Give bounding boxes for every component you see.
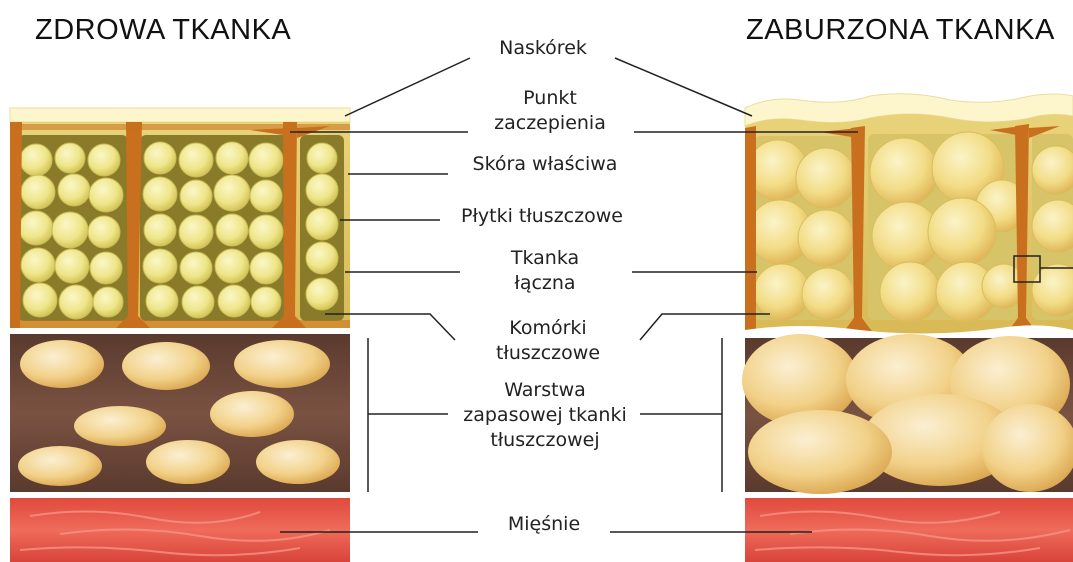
label-connective-tissue: Tkanka łączna: [511, 246, 579, 296]
label-epidermis: Naskórek: [499, 36, 587, 61]
disturbed-tissue-illustration: [742, 94, 1073, 562]
label-fat-cells: Komórki tłuszczowe: [496, 316, 600, 366]
healthy-tissue-illustration: [10, 108, 350, 562]
disturbed-tissue-title: ZABURZONA TKANKA: [746, 14, 1055, 47]
label-dermis: Skóra właściwa: [473, 152, 618, 177]
label-muscles: Mięśnie: [508, 512, 580, 537]
label-fat-plates: Płytki tłuszczowe: [461, 204, 623, 229]
healthy-muscle: [10, 498, 350, 562]
label-anchor-point: Punkt zaczepienia: [494, 86, 606, 136]
label-reserve-fat-layer: Warstwa zapasowej tkanki tłuszczowej: [463, 378, 626, 453]
healthy-tissue-title: ZDROWA TKANKA: [35, 14, 291, 47]
healthy-epidermis: [10, 108, 350, 122]
disturbed-reserve-fat-cells: [742, 334, 1073, 494]
